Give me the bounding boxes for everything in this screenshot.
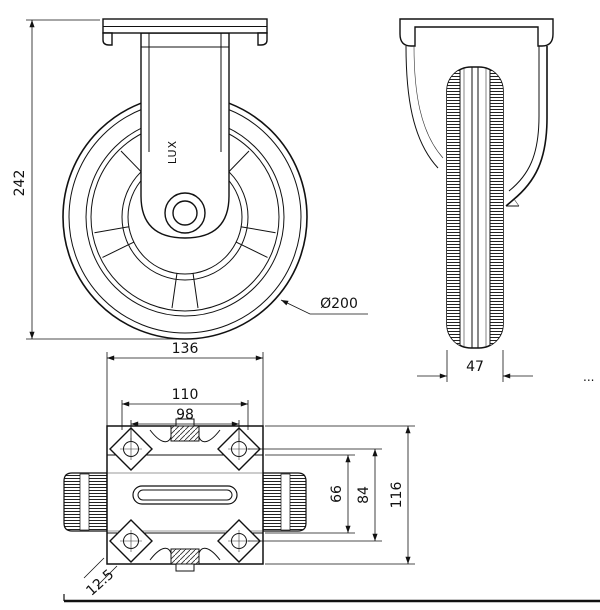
plate-slot [132, 485, 238, 505]
plate-slot-inner [137, 489, 233, 501]
tread-band-left [447, 67, 460, 348]
dim-hole-spacing-inner: 98 [130, 407, 240, 441]
dim-hole-spacing-outer: 110 [121, 387, 249, 430]
dim-label-200: Ø200 [320, 296, 358, 312]
sheet-border [63, 594, 600, 603]
fork-side [405, 45, 548, 207]
dim-plate-width: 136 [106, 341, 264, 426]
dimensions: 242 Ø200 136 47 110 [12, 19, 533, 599]
top-plate-front [102, 18, 268, 46]
dim-overall-height: 242 [12, 19, 179, 340]
dim-label-136: 136 [172, 341, 199, 357]
dim-label-66: 66 [329, 485, 345, 503]
bottom-view [63, 418, 307, 572]
dim-label-110: 110 [172, 387, 199, 403]
side-view [399, 18, 554, 349]
front-view: LUX [62, 18, 308, 340]
dim-plate-length: 116 [265, 425, 415, 565]
fork-front [140, 32, 230, 239]
dim-label-116: 116 [389, 482, 405, 509]
dim-hole-spacing-vertical: 84 [248, 448, 382, 542]
fork-section-top [170, 425, 200, 442]
dim-label-84: 84 [356, 486, 372, 504]
dim-wheel-diameter: Ø200 [280, 296, 368, 315]
axle-hole [172, 200, 198, 226]
ellipsis-mark: ... [583, 370, 594, 384]
dim-wheel-width: 47 [417, 350, 533, 382]
tread-band-right [490, 67, 503, 348]
fork-section-bottom [170, 548, 200, 565]
dim-rib-spacing: 66 [265, 454, 355, 534]
dim-label-98: 98 [176, 407, 194, 423]
dim-label-242: 242 [12, 170, 28, 197]
bolt-pads [109, 427, 261, 563]
wheel-side [446, 66, 504, 349]
brand-logo: LUX [166, 140, 179, 164]
top-plate-side [399, 18, 554, 47]
dim-label-47: 47 [466, 359, 484, 375]
